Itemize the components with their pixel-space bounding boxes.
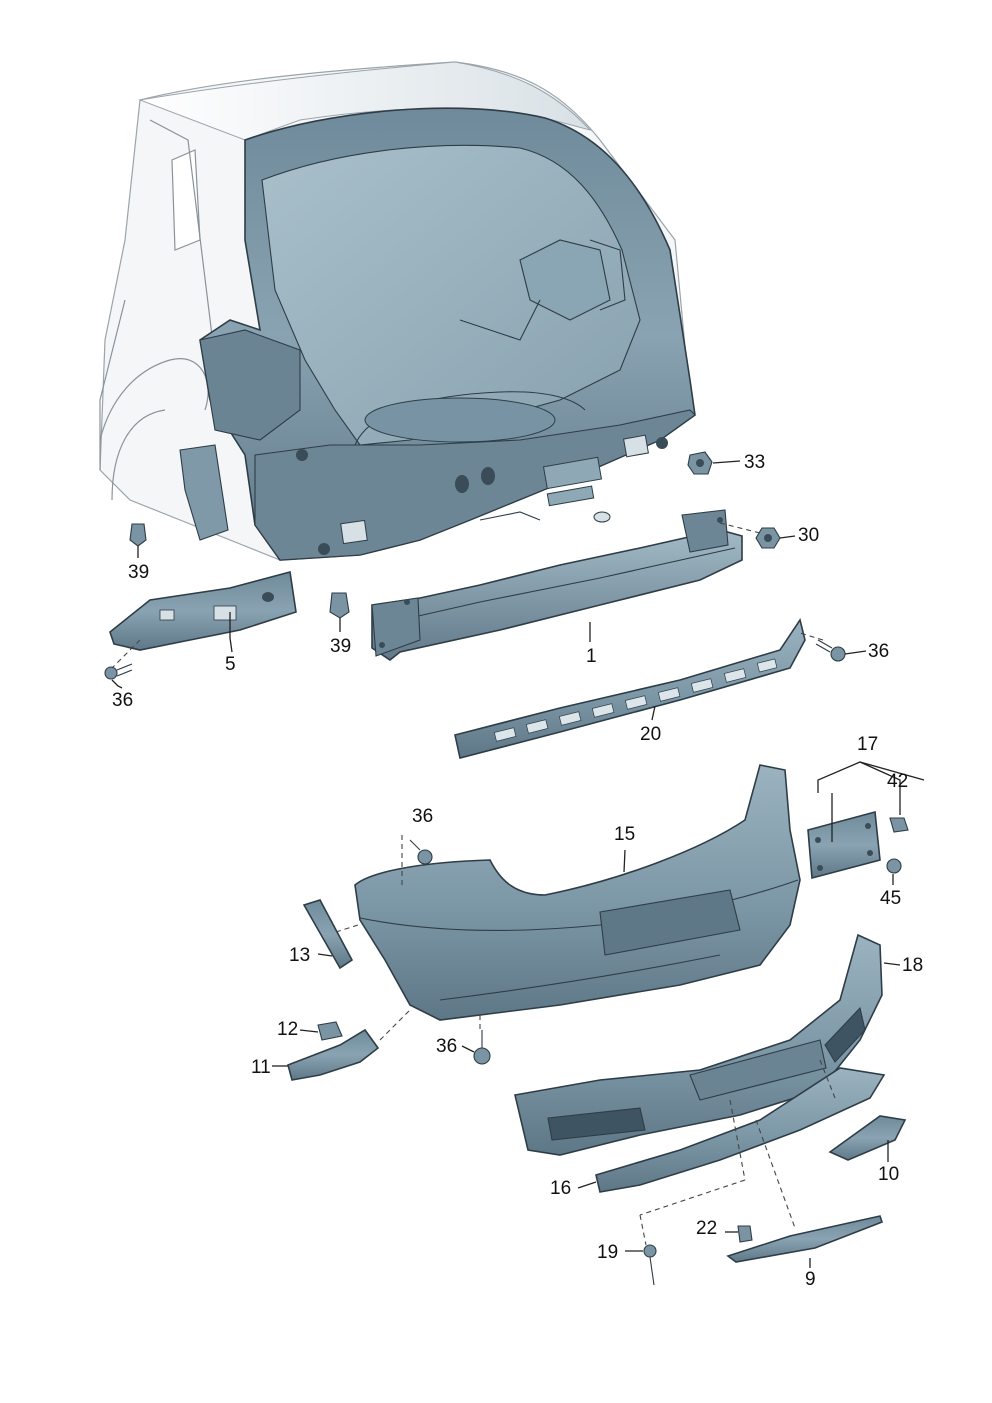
part-17-plate-bracket [807,810,881,880]
callout-36-left: 36 [112,690,133,711]
part-9-panel [726,1215,883,1263]
clip-39-left [129,523,147,547]
leader-lines [111,460,925,1268]
screw-36-top [409,839,433,865]
callout-39-right: 39 [330,636,351,657]
vehicle-rear-body [99,61,696,561]
callout-1: 1 [586,646,597,667]
clip-22 [737,1225,753,1243]
callout-11: 11 [251,1057,271,1078]
callout-36-top: 36 [412,806,433,827]
licence-plate-recess [599,889,741,956]
callout-42: 42 [887,771,908,792]
screw-36-left [104,663,133,680]
callout-9: 9 [805,1269,816,1290]
callout-16: 16 [550,1178,571,1199]
part-16-lip [595,1067,886,1193]
part-15-bumper-cover [354,764,801,1021]
callout-45: 45 [880,888,901,909]
screw-36-bottom [473,1030,491,1065]
assembly-lines [111,522,836,1246]
part-10-cover [828,1115,907,1161]
clip-33 [687,451,713,475]
callout-39-left: 39 [128,562,149,583]
part-20-absorber [454,618,806,759]
callout-5: 5 [225,654,236,675]
callout-33: 33 [744,452,765,473]
nut-30 [755,527,781,549]
callout-36-bottom: 36 [436,1036,457,1057]
callout-18: 18 [902,955,923,976]
clip-12 [317,1021,343,1041]
callout-36-beam: 36 [868,641,889,662]
callout-12: 12 [277,1019,298,1040]
part-13-trim [302,899,354,970]
callout-20: 20 [640,724,661,745]
callout-17: 17 [857,734,878,755]
tail-light-recess-left [199,329,301,441]
tailgate-opening [261,144,641,446]
part-18-diffuser [514,933,883,1156]
callout-22: 22 [696,1218,717,1239]
screw-36-beam [815,639,846,662]
callout-19: 19 [597,1242,618,1263]
diffuser-opening-left [547,1107,646,1141]
part-11-guide [287,1028,380,1081]
part-1-impact-beam [371,509,743,661]
clip-39-right [329,592,350,619]
clip-42 [889,817,909,833]
rivet-19 [643,1244,657,1286]
callout-30: 30 [798,525,819,546]
callout-13: 13 [289,945,310,966]
part-5-bracket [109,570,297,651]
callout-10: 10 [878,1164,899,1185]
diffuser-opening-right [824,1006,866,1063]
clip-45 [886,858,902,874]
callout-15: 15 [614,824,635,845]
callout-labels: 33 30 39 39 5 36 1 36 20 17 42 36 15 45 … [112,452,923,1290]
